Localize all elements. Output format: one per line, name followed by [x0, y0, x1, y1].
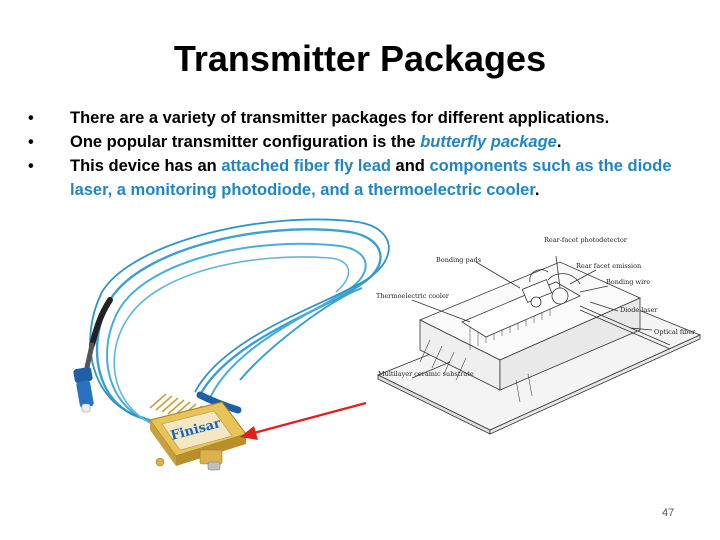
- highlight-butterfly-package: butterfly package: [420, 133, 557, 151]
- bullet-text-mid: and: [390, 157, 430, 175]
- label-bonding-wire: Bonding wire: [606, 278, 650, 286]
- label-diode-laser: Diode laser: [620, 306, 658, 314]
- bullet-item: • One popular transmitter configuration …: [24, 130, 684, 154]
- butterfly-package-photo: Finisar: [149, 391, 247, 471]
- label-rear-facet: Rear facet emission: [576, 262, 641, 270]
- label-bonding-pads: Bonding pads: [436, 256, 481, 264]
- label-photodetector: Rear-facet photodetector: [544, 236, 628, 244]
- bullet-text: One popular transmitter configuration is…: [70, 133, 421, 151]
- bullet-dot: •: [28, 109, 34, 127]
- label-optical-fiber: Optical fiber: [654, 328, 696, 336]
- highlight-components: components such as the diode laser, a mo…: [70, 157, 672, 199]
- bullet-text: This device has an: [70, 157, 222, 175]
- bullet-item: • This device has an attached fiber fly …: [24, 154, 684, 202]
- fiber-coil-illustration: [73, 218, 390, 431]
- highlight-fiber-lead: attached fiber fly lead: [221, 157, 391, 175]
- label-te-cooler: Thermoelectric cooler: [376, 292, 450, 300]
- label-multilayer: Multilayer ceramic substrate: [378, 370, 474, 378]
- bullet-text-end: .: [556, 133, 562, 151]
- bullet-text-end: .: [534, 181, 540, 199]
- callout-arrow: [240, 401, 367, 440]
- bullet-dot: •: [28, 157, 34, 175]
- label-photodetector-text: Rear-facet photodetector: [544, 236, 628, 244]
- bullet-dot: •: [28, 133, 34, 151]
- butterfly-schematic-diagram: [377, 255, 702, 435]
- bullet-item: • There are a variety of transmitter pac…: [24, 106, 684, 130]
- bullet-list: • There are a variety of transmitter pac…: [24, 106, 684, 202]
- schematic-labels: Bonding pads Rear-facet photodetector Re…: [376, 236, 696, 378]
- slide-title: Transmitter Packages: [173, 38, 547, 79]
- bullet-text: There are a variety of transmitter packa…: [70, 109, 610, 127]
- page-number: 47: [662, 507, 675, 519]
